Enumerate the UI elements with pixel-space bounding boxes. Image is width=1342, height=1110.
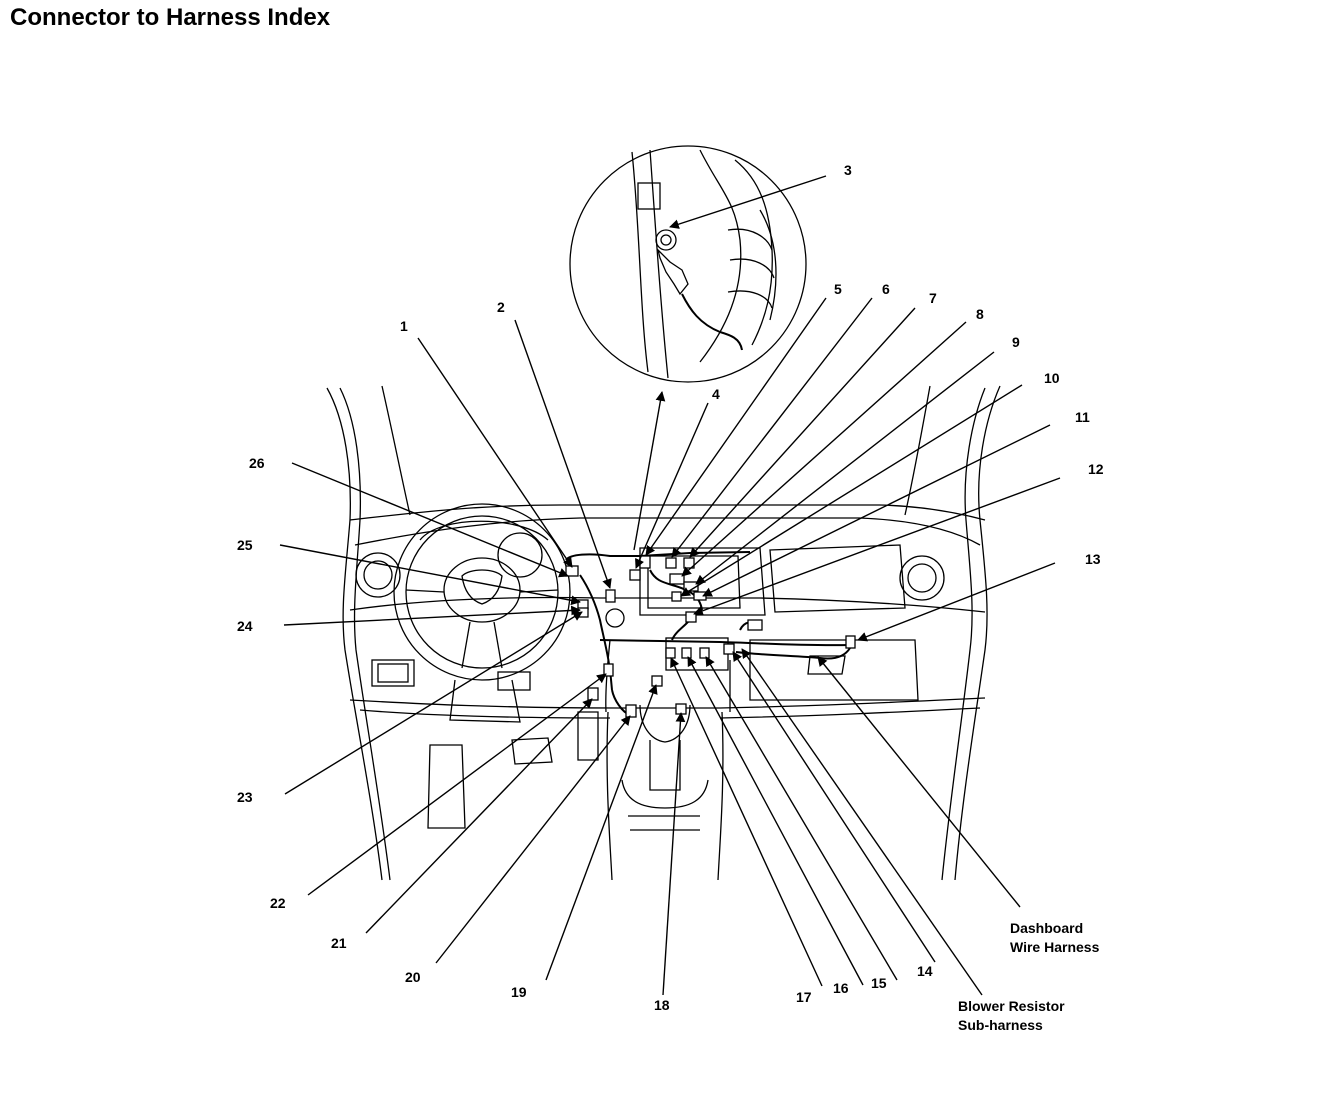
callout-5: 5	[834, 281, 842, 297]
callout-4: 4	[712, 386, 720, 402]
callout-15: 15	[871, 975, 887, 991]
callout-2: 2	[497, 299, 505, 315]
callout-labels: 1 2 3 4 5 6 7 8 9 10 11 12 13 14 15 16 1…	[237, 162, 1104, 1013]
dashboard-wire-harness-label-line2: Wire Harness	[1010, 939, 1100, 955]
callout-1: 1	[400, 318, 408, 334]
blower-resistor-label-line1: Blower Resistor	[958, 998, 1065, 1014]
page-title: Connector to Harness Index	[10, 4, 331, 31]
callout-11: 11	[1075, 409, 1090, 425]
callout-20: 20	[405, 969, 421, 985]
callout-16: 16	[833, 980, 849, 996]
callout-3: 3	[844, 162, 852, 178]
callout-21: 21	[331, 935, 347, 951]
callout-9: 9	[1012, 334, 1020, 350]
callout-8: 8	[976, 306, 984, 322]
connector-symbols	[565, 555, 856, 718]
blower-resistor-label-line2: Sub-harness	[958, 1017, 1043, 1033]
vehicle-interior-sketch	[326, 385, 1001, 881]
harness-labels: Dashboard Wire Harness Blower Resistor S…	[958, 920, 1100, 1033]
callout-24: 24	[237, 618, 253, 634]
callout-17: 17	[796, 989, 812, 1005]
callout-22: 22	[270, 895, 286, 911]
callout-25: 25	[237, 537, 253, 553]
callout-7: 7	[929, 290, 937, 306]
callout-13: 13	[1085, 551, 1101, 567]
callout-19: 19	[511, 984, 527, 1000]
leader-lines	[279, 175, 1061, 996]
callout-26: 26	[249, 455, 265, 471]
inset-detail-circle	[569, 145, 807, 383]
dashboard-wire-harness-label-line1: Dashboard	[1010, 920, 1083, 936]
dashboard-wire-harness	[565, 551, 851, 716]
callout-12: 12	[1088, 461, 1104, 477]
callout-18: 18	[654, 997, 670, 1013]
callout-14: 14	[917, 963, 933, 979]
callout-6: 6	[882, 281, 890, 297]
callout-23: 23	[237, 789, 253, 805]
callout-10: 10	[1044, 370, 1060, 386]
steering-wheel	[393, 503, 571, 681]
